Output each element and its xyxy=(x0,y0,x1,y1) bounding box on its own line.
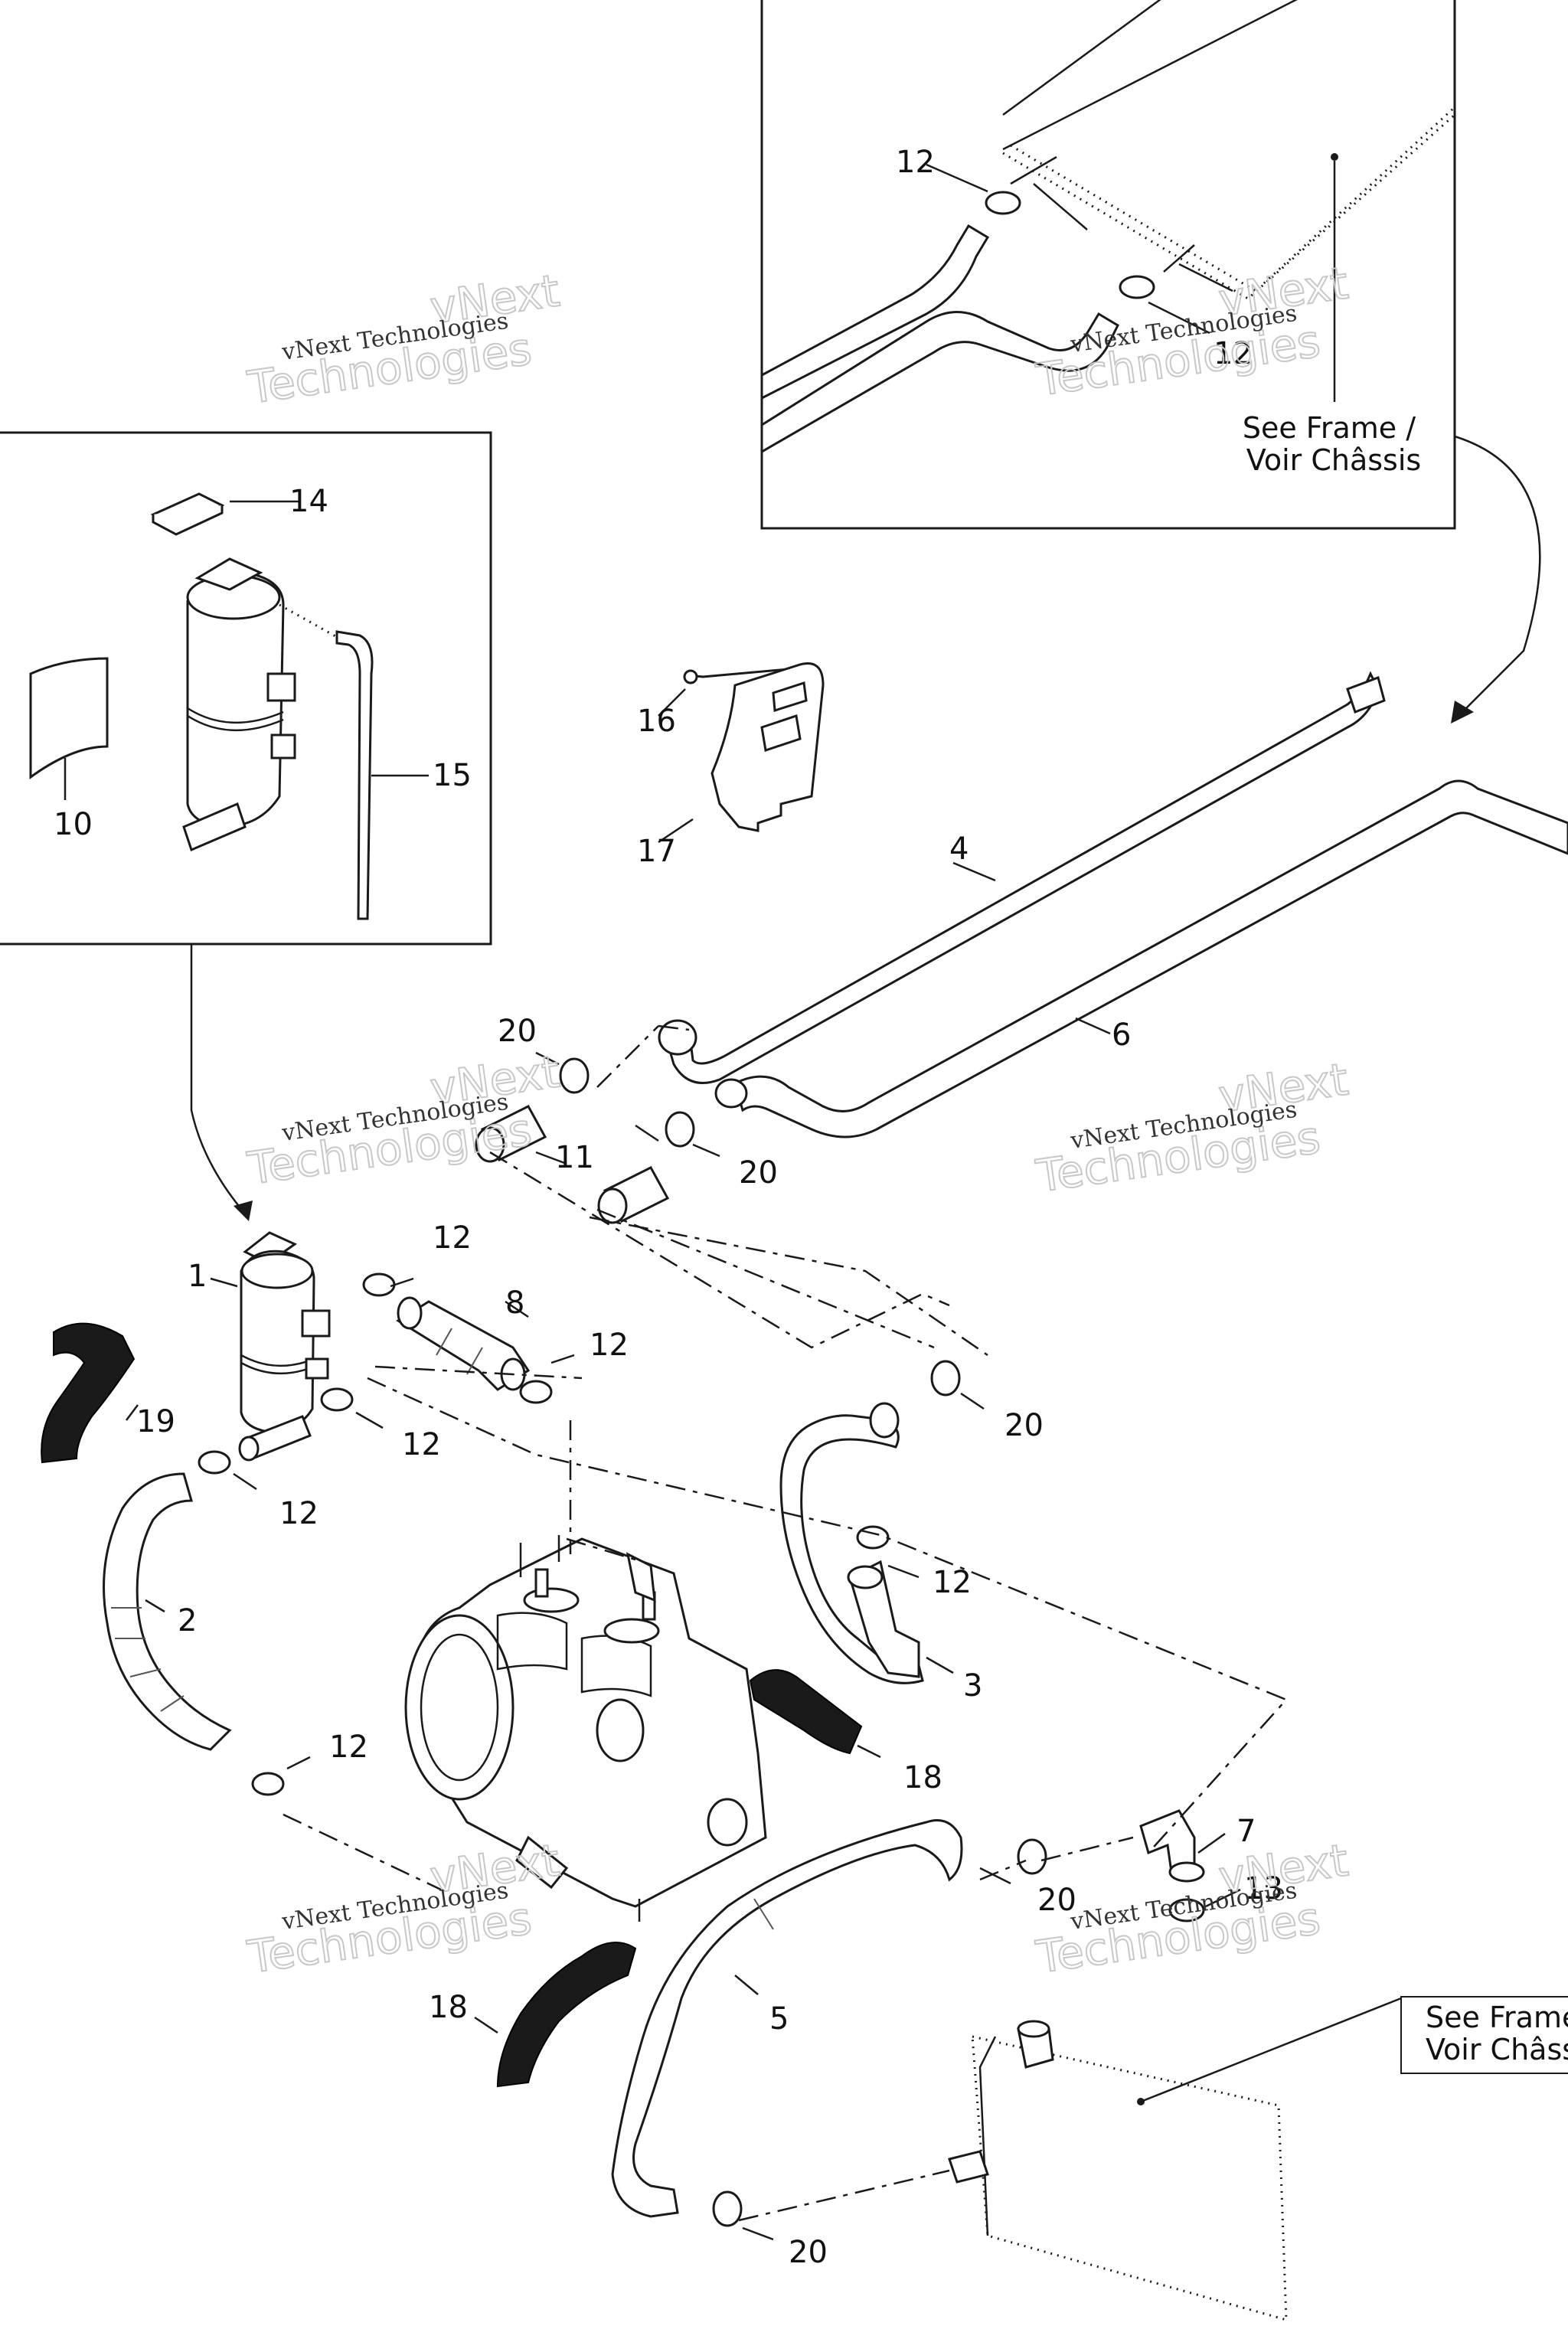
callout-12: 12 xyxy=(1214,336,1253,371)
callout-18: 18 xyxy=(429,1990,468,2025)
callout-6: 6 xyxy=(1112,1018,1131,1053)
detail-box-top xyxy=(760,0,1456,530)
reference-text-top: See Frame / Voir Châssis xyxy=(1243,411,1425,477)
callout-20: 20 xyxy=(789,2235,828,2270)
callout-20: 20 xyxy=(739,1155,778,1191)
reference-line: See Frame / xyxy=(1243,411,1416,445)
reference-arrow-top xyxy=(1454,435,1541,720)
callout-16: 16 xyxy=(637,704,676,739)
callout-13: 13 xyxy=(1244,1871,1283,1906)
callout-12: 12 xyxy=(329,1730,368,1765)
reference-line: Voir Châssis xyxy=(1426,2033,1568,2066)
engine xyxy=(404,1535,767,1922)
hose-2 xyxy=(103,1472,232,1751)
hose-18-lower xyxy=(496,1942,637,2088)
callout-12: 12 xyxy=(433,1220,472,1256)
reference-text-bottom: See Frame / Voir Châssis xyxy=(1426,2001,1568,2066)
callout-12: 12 xyxy=(402,1427,441,1462)
reference-arrow-left xyxy=(190,944,246,1214)
bracket-assembly xyxy=(658,662,825,844)
reference-box-bottom xyxy=(1400,1996,1568,2074)
hose-18-upper xyxy=(749,1669,863,1755)
callout-12: 12 xyxy=(590,1328,629,1363)
hose-19 xyxy=(41,1322,136,1464)
callout-12: 12 xyxy=(896,145,935,180)
arrowhead xyxy=(1451,701,1474,724)
reference-line: Voir Châssis xyxy=(1246,443,1421,477)
callout-20: 20 xyxy=(1037,1883,1076,1918)
callout-12: 12 xyxy=(933,1565,972,1600)
arrowhead xyxy=(234,1200,253,1221)
callout-5: 5 xyxy=(769,2001,789,2037)
svg-text:See Frame / Voir Châssis: See Frame / Voir Châssis xyxy=(1426,2001,1568,2066)
callout-4: 4 xyxy=(949,831,969,867)
callout-leaders xyxy=(126,1124,1011,2241)
callout-12: 12 xyxy=(279,1496,318,1531)
callout-2: 2 xyxy=(178,1603,197,1638)
hose-5 xyxy=(611,1819,1047,2227)
hose-8 xyxy=(198,1272,890,1796)
coupler-set-upper xyxy=(475,1024,720,1224)
callout-numbers: 12 12 14 15 10 16 17 4 6 20 11 20 1 12 8… xyxy=(54,145,1283,2270)
callout-17: 17 xyxy=(637,834,676,869)
detail-box-left xyxy=(0,431,492,946)
hose-6 xyxy=(714,779,1568,1138)
routing-lines xyxy=(283,1151,1289,2222)
coolant-tank-main xyxy=(238,1231,331,1462)
callout-3: 3 xyxy=(963,1668,982,1704)
callout-7: 7 xyxy=(1236,1814,1256,1849)
heat-exchanger xyxy=(948,1997,1402,2322)
callout-11: 11 xyxy=(555,1140,594,1175)
callout-1: 1 xyxy=(188,1259,207,1294)
callout-20: 20 xyxy=(498,1014,537,1049)
callout-18: 18 xyxy=(903,1760,942,1795)
callout-8: 8 xyxy=(505,1285,524,1321)
callout-20: 20 xyxy=(1004,1408,1044,1443)
callout-14: 14 xyxy=(289,484,328,519)
reference-line: See Frame / xyxy=(1426,2001,1568,2034)
svg-text:See Frame / Voir Châssis: See Frame / Voir Châssis xyxy=(1243,411,1425,477)
callout-15: 15 xyxy=(433,758,472,793)
callout-10: 10 xyxy=(54,807,93,842)
callout-19: 19 xyxy=(136,1404,175,1439)
hose-3 xyxy=(779,1360,961,1684)
